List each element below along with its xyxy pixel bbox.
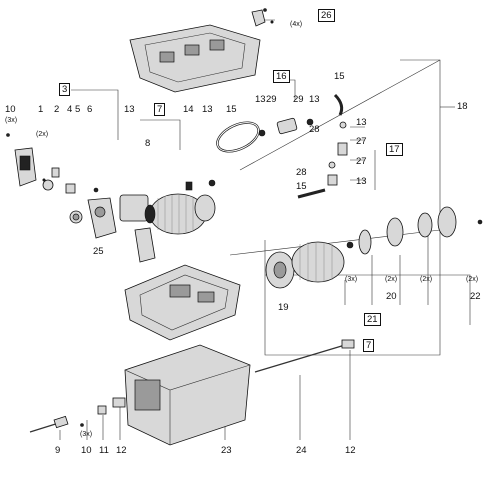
qty-4x: (4x) [290,21,303,28]
callout-27-b: 27 [356,156,367,167]
callout-10-bottom: 10 [81,445,92,456]
cable-24 [254,344,346,373]
callout-9: 9 [55,445,61,456]
callout-4: 4 [67,104,73,115]
callout-23: 23 [221,445,232,456]
callout-13-c: 13 [255,94,266,105]
callout-13-b: 13 [202,104,213,115]
part-14 [185,181,193,191]
callout-3: 3 [59,83,71,96]
callout-16: 16 [273,70,290,83]
group-frame-18 [264,59,441,356]
qty-2x-22: (2x) [466,276,479,283]
qty-3x-21: (3x) [345,276,358,283]
callout-15-b: 15 [334,71,345,82]
motor-8 [119,193,216,235]
base-tray [124,264,241,341]
callout-2: 2 [54,104,60,115]
callout-13-f: 13 [356,176,367,187]
qty-2x-21b: (2x) [420,276,433,283]
part-5-knob [69,210,83,224]
callout-13-a: 13 [124,104,135,115]
callout-1: 1 [38,104,44,115]
leader-18-b [229,229,441,256]
part-11 [97,405,107,415]
callout-18: 18 [457,101,468,112]
callout-7: 7 [154,103,166,116]
callout-28-b: 28 [296,167,307,178]
leaders-17 [350,126,365,181]
callout-5: 5 [75,104,81,115]
callout-24: 24 [296,445,307,456]
part-1 [42,178,54,191]
callout-10-top: 10 [5,104,16,115]
pump-motor-21 [291,206,483,283]
callout-8: 8 [145,138,151,149]
fittings-17 [327,121,348,186]
callout-27-a: 27 [356,136,367,147]
qty-3x-10b: (3x) [80,431,93,438]
part-10-screw [80,423,84,427]
hose-15-loop [216,121,260,153]
clip-part-26 [251,8,274,27]
hose-15-bottom [297,188,326,199]
callout-19: 19 [278,302,289,313]
leaders-bottom [59,405,121,440]
callout-12-right: 12 [345,445,356,456]
pump-cover-19 [265,251,295,289]
callout-13-d: 13 [309,94,320,105]
callout-12-left: 12 [116,445,127,456]
callout-15-a: 15 [226,104,237,115]
callout-6: 6 [87,104,93,115]
callout-13-e: 13 [356,117,367,128]
qty-3x-10: (3x) [5,117,18,124]
switch-housing-10 [6,133,37,187]
case-lid-top [129,24,261,93]
group-line-3 [71,89,119,140]
callout-28-a: 28 [309,124,320,135]
callout-29: 29 [266,94,277,105]
qty-2x-20: (2x) [385,276,398,283]
lance-9 [29,415,69,433]
filter-16 [258,117,314,137]
group-line-7 [140,119,181,150]
part-6-housing [87,187,117,239]
callout-25: 25 [93,246,104,257]
callout-20: 20 [386,291,397,302]
leaders-21 [344,230,429,305]
connector-12-right [341,339,355,349]
callout-7-bottom: 7 [363,339,375,352]
part-2 [51,167,60,178]
callout-11: 11 [99,445,109,456]
callout-15-c: 15 [296,181,307,192]
callout-21: 21 [364,313,381,326]
callout-22: 22 [470,291,481,302]
part-12-connector [112,397,126,408]
part-4 [65,183,76,194]
qty-2x-1: (2x) [36,131,49,138]
callout-17: 17 [386,143,403,156]
callout-26: 26 [318,9,335,22]
case-23 [124,344,251,446]
hose-15-top [333,93,344,116]
part-13-screw [208,179,216,187]
callout-29-b: 29 [293,94,304,105]
callout-14: 14 [183,104,194,115]
mount-25 [134,227,156,263]
